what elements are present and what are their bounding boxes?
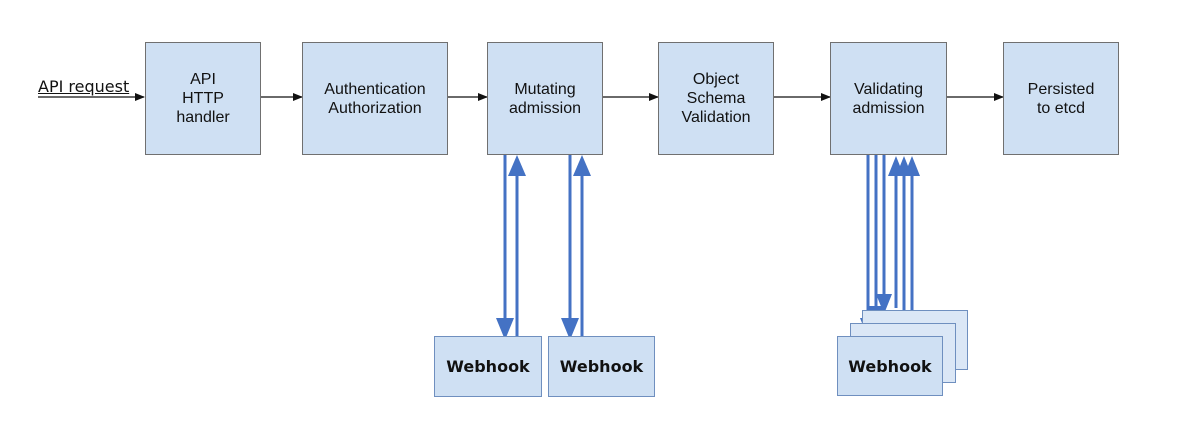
api-request-label: API request xyxy=(38,77,130,96)
validating-webhook: Webhook xyxy=(837,336,943,396)
stage-api-http-handler: API HTTP handler xyxy=(145,42,261,155)
stage-authentication-authorization: Authentication Authorization xyxy=(302,42,448,155)
stage-persisted-to-etcd: Persisted to etcd xyxy=(1003,42,1119,155)
mutating-webhook-1: Webhook xyxy=(434,336,542,397)
mutating-webhook-2-label: Webhook xyxy=(559,357,644,376)
stage-validating-admission-label: Validating admission xyxy=(852,80,925,117)
stage-object-schema-validation: Object Schema Validation xyxy=(658,42,774,155)
stage-api-http-handler-label: API HTTP handler xyxy=(176,71,230,126)
mutating-webhook-2: Webhook xyxy=(548,336,655,397)
mutating-webhook-1-label: Webhook xyxy=(446,357,530,376)
validating-webhook-label: Webhook xyxy=(848,356,932,376)
stage-persisted-to-etcd-label: Persisted to etcd xyxy=(1027,80,1095,117)
stage-object-schema-validation-label: Object Schema Validation xyxy=(681,71,751,126)
stage-mutating-admission: Mutating admission xyxy=(487,42,603,155)
stage-mutating-admission-label: Mutating admission xyxy=(508,80,582,117)
stage-validating-admission: Validating admission xyxy=(830,42,947,155)
stage-authentication-authorization-label: Authentication Authorization xyxy=(324,80,426,117)
